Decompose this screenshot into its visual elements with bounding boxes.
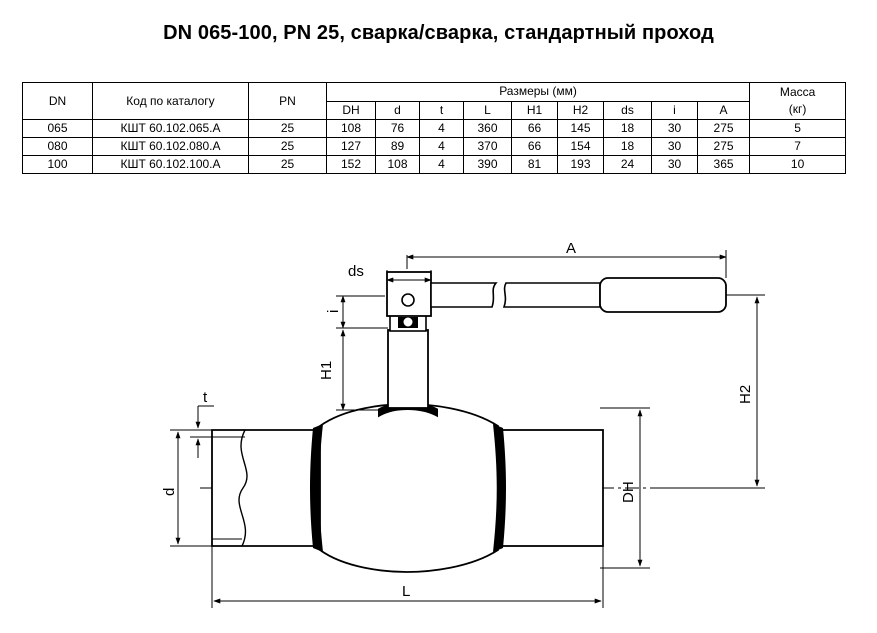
- stem: [387, 329, 429, 409]
- page-title: DN 065-100, PN 25, сварка/сварка, станда…: [163, 22, 714, 44]
- cell-i: 30: [651, 155, 698, 174]
- cell-l: 390: [463, 155, 512, 174]
- handle-lever: [430, 282, 498, 308]
- handle-bolt: [401, 293, 415, 307]
- label-d: d: [161, 488, 178, 496]
- ball-body: [319, 403, 499, 573]
- cell-mass: 10: [749, 155, 847, 174]
- cell-a: 365: [696, 155, 751, 174]
- header-mass-line2: (кг): [788, 102, 807, 116]
- label-i: i: [325, 310, 342, 313]
- table-row: 080 КШТ 60.102.080.А 25 127 89 4 370 66 …: [22, 137, 847, 156]
- label-a: A: [566, 240, 576, 257]
- label-h2: H2: [737, 385, 754, 404]
- valve-body: [211, 271, 727, 573]
- dimension-lines: [170, 250, 765, 608]
- header-mass-line1: Масса: [779, 85, 816, 99]
- table-row: 065 КШТ 60.102.065.А 25 108 76 4 360 66 …: [22, 119, 847, 138]
- left-pipe: [211, 429, 321, 547]
- weld-right: [493, 424, 506, 552]
- handle-grip: [599, 277, 727, 313]
- cell-d: 108: [375, 155, 420, 174]
- left-pipe-break: [238, 429, 248, 547]
- cell-dh: 152: [326, 155, 376, 174]
- label-h1: H1: [318, 361, 335, 380]
- dimension-labels: A ds i H1 H2 t d DH L: [161, 240, 754, 600]
- header-dn: DN: [22, 82, 93, 120]
- header-code: Код по каталогу: [92, 82, 249, 120]
- right-pipe: [497, 429, 604, 547]
- cell-dn: 080: [22, 137, 93, 156]
- label-t: t: [203, 389, 208, 406]
- cell-code: КШТ 60.102.100.А: [92, 155, 249, 174]
- cell-dn: 100: [22, 155, 93, 174]
- label-dh: DH: [620, 481, 637, 503]
- cell-a: 275: [696, 119, 751, 138]
- label-l: L: [402, 583, 410, 600]
- weld-left: [310, 424, 323, 552]
- cell-code: КШТ 60.102.065.А: [92, 119, 249, 138]
- cell-pn: 25: [248, 137, 327, 156]
- cell-i: 30: [651, 137, 698, 156]
- label-ds: ds: [348, 263, 364, 280]
- cell-pn: 25: [248, 155, 327, 174]
- table-row: 100 КШТ 60.102.100.А 25 152 108 4 390 81…: [22, 155, 847, 174]
- cell-h1: 81: [511, 155, 558, 174]
- subheader-ds: ds: [603, 100, 652, 120]
- cell-dh: 127: [326, 137, 376, 156]
- spec-table: DN Код по каталогу PN Размеры (мм) Масса…: [22, 82, 847, 174]
- header-pn: PN: [248, 82, 327, 120]
- header-mass: Масса (кг): [749, 82, 847, 120]
